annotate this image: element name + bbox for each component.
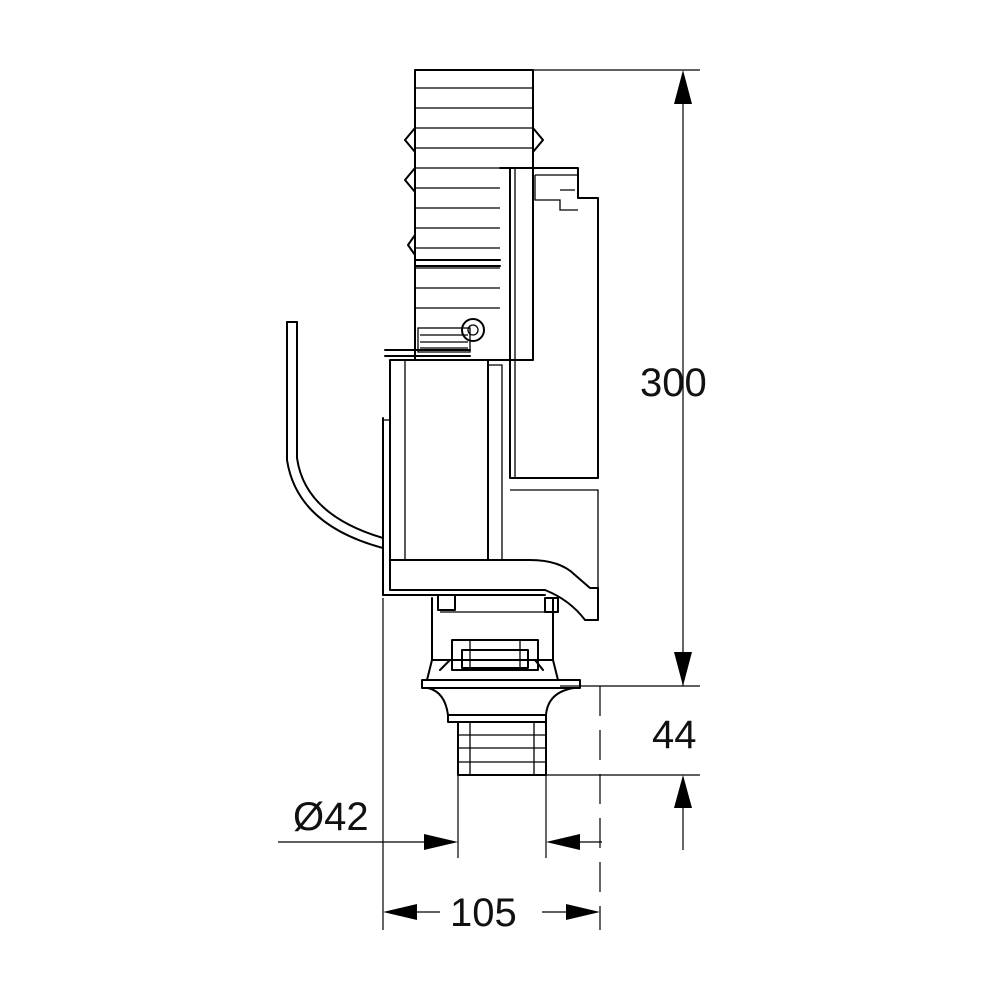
dimension-300-label: 300 <box>640 361 707 405</box>
dimension-44-label: 44 <box>652 713 697 757</box>
bowden-cable <box>286 321 384 549</box>
seal-cage <box>426 594 559 681</box>
float-housing <box>499 167 599 620</box>
dimension-diameter-label: Ø42 <box>293 795 369 839</box>
dimension-diameter: Ø42 <box>278 775 602 858</box>
outlet-spigot <box>421 679 581 776</box>
dimension-44: 44 <box>546 660 700 850</box>
dimension-105: 105 <box>382 598 601 935</box>
base-plate <box>382 559 599 621</box>
dimension-300: 300 <box>533 69 707 687</box>
lever-assembly <box>384 318 485 357</box>
dimension-105-label: 105 <box>450 891 517 935</box>
overflow-tube <box>404 69 544 361</box>
